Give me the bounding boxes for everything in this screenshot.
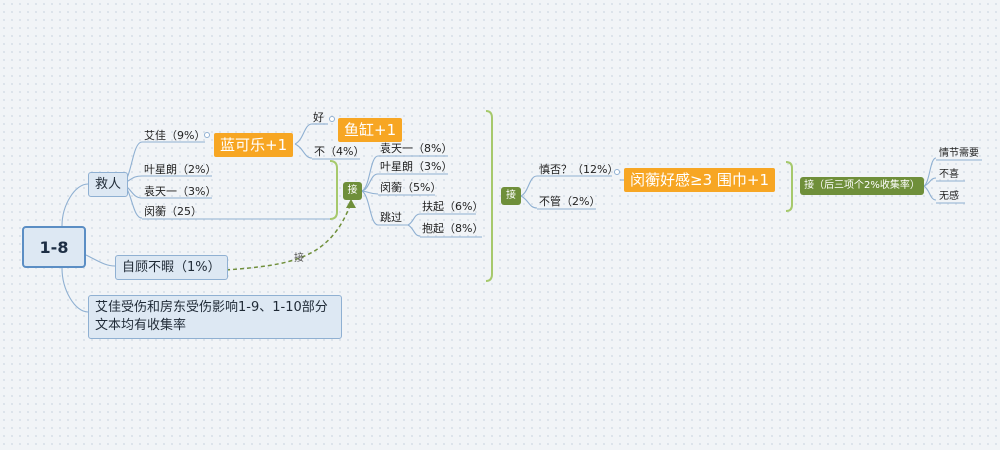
skip-option[interactable]: 跳过 xyxy=(380,211,402,224)
dislike-option[interactable]: 不喜 xyxy=(939,169,959,180)
shenfou-option[interactable]: 慎否？（12%） xyxy=(539,163,619,176)
favor-reward-node[interactable]: 闵蘅好感≥3 围巾+1 xyxy=(624,168,775,192)
minheng-option[interactable]: 闵蘅（25） xyxy=(144,205,202,218)
buguan-option[interactable]: 不管（2%） xyxy=(539,195,601,208)
lanke-reward-node[interactable]: 蓝可乐+1 xyxy=(214,133,294,157)
ye-xinglang-option[interactable]: 叶星朗（2%） xyxy=(144,163,217,176)
yuan-tianyi-option-2[interactable]: 袁天一（8%） xyxy=(380,142,453,155)
neutral-option[interactable]: 无感 xyxy=(939,191,959,202)
ai-jia-option[interactable]: 艾佳（9%） xyxy=(144,129,206,142)
answer-node-1[interactable]: 接 xyxy=(343,182,362,200)
minheng-option-2[interactable]: 闵蘅（5%） xyxy=(380,181,442,194)
baoqi-option[interactable]: 抱起（8%） xyxy=(422,222,484,235)
yugang-reward-node[interactable]: 鱼缸+1 xyxy=(338,118,403,142)
note-node[interactable]: 艾佳受伤和房东受伤影响1-9、1-10部分文本均有收集率 xyxy=(88,295,342,339)
yuan-tianyi-option[interactable]: 袁天一（3%） xyxy=(144,185,217,198)
root-node[interactable]: 1-8 xyxy=(22,226,86,268)
fuqi-option[interactable]: 扶起（6%） xyxy=(422,200,484,213)
ye-xinglang-option-2[interactable]: 叶星朗（3%） xyxy=(380,160,453,173)
good-option[interactable]: 好 xyxy=(313,111,324,124)
plot-option[interactable]: 情节需要 xyxy=(939,148,979,159)
answer-node-3[interactable]: 接（后三项个2%收集率） xyxy=(800,177,924,195)
rescue-node[interactable]: 救人 xyxy=(88,172,129,197)
answer-node-2[interactable]: 接 xyxy=(501,187,521,205)
no-option[interactable]: 不（4%） xyxy=(314,145,365,158)
self-node[interactable]: 自顾不暇（1%） xyxy=(115,255,228,280)
dashed-edge-label: 接 xyxy=(294,253,304,264)
